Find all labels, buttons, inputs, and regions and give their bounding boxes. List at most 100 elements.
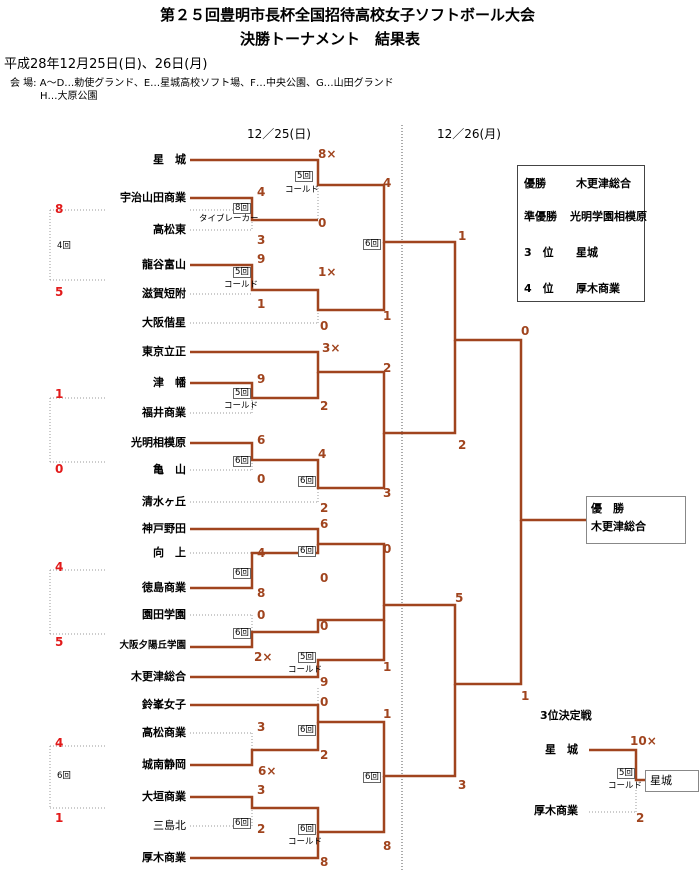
team-label: 宇治山田商業 (120, 191, 186, 204)
champion-box: 優 勝 木更津総合 (586, 496, 686, 544)
score: 4 (383, 176, 392, 190)
day1-label: 12／25(日) (247, 127, 311, 141)
third-place-winner: 星城 (650, 774, 672, 787)
team-label: 東京立正 (142, 345, 186, 358)
score: 1× (318, 265, 337, 279)
champion-label: 優 勝 (591, 502, 624, 515)
team-label: 徳島商業 (142, 581, 186, 594)
date-line: 平成28年12月25日(日)、26日(月) (4, 57, 208, 72)
innings-box: 6回 (233, 628, 251, 639)
score: 3 (257, 720, 266, 734)
innings-box: 5回 (298, 652, 316, 663)
result-label: 優勝 (524, 177, 546, 190)
score: 1 (257, 297, 266, 311)
side-score: 1 (55, 811, 64, 825)
score: 1 (458, 229, 467, 243)
score: 6 (320, 517, 329, 531)
team-label: 向 上 (153, 546, 186, 559)
score: 3 (257, 783, 266, 797)
venue-line-1: 会 場: A～D…勅使グランド、E…星城高校ソフト場、F…中央公園、G…山田グラ… (10, 78, 394, 89)
team-label: 津 幡 (153, 376, 186, 389)
team-label: 大阪偕星 (142, 316, 186, 329)
score: 10× (630, 734, 657, 748)
innings-box: 6回 (233, 568, 251, 579)
cold-game-note: コールド (288, 837, 323, 847)
side-score: 4 (55, 736, 64, 750)
innings-box: 8回 (233, 203, 251, 214)
team-label: 高松商業 (142, 726, 186, 739)
team-label: 清水ヶ丘 (142, 495, 186, 508)
score: 8 (257, 586, 266, 600)
score: 2 (458, 438, 467, 452)
innings-box: 6回 (298, 725, 316, 736)
final-results-box: 優勝 木更津総合 準優勝 光明学園相模原 3 位 星城 4 位 厚木商業 (517, 165, 647, 302)
score: 2 (320, 748, 329, 762)
cold-game-note: コールド (288, 665, 323, 675)
score: 6× (258, 764, 277, 778)
team-label: 神戸野田 (142, 522, 186, 535)
team-label: 滋賀短附 (142, 287, 186, 300)
team-label: 光明相模原 (131, 436, 186, 449)
cold-game-note: コールド (224, 401, 259, 411)
score: 0 (320, 571, 329, 585)
score: 9 (257, 252, 266, 266)
team-label: 星 城 (153, 153, 186, 166)
team-label: 福井商業 (142, 406, 186, 419)
score: 0 (257, 472, 266, 486)
score: 0 (320, 319, 329, 333)
score: 2 (257, 822, 266, 836)
innings-box: 6回 (298, 824, 316, 835)
innings-box: 5回 (617, 768, 635, 779)
score: 8× (318, 147, 337, 161)
team-label: 高松東 (153, 223, 186, 236)
innings-box: 6回 (298, 476, 316, 487)
cold-game-note: コールド (608, 781, 643, 791)
winner-lines (190, 158, 645, 860)
score: 2 (636, 811, 645, 825)
team-label: 大阪夕陽丘学園 (119, 640, 186, 651)
result-team: 厚木商業 (576, 282, 620, 295)
score: 0 (521, 324, 530, 338)
team-label: 城南静岡 (142, 758, 186, 771)
third-place-heading: 3位決定戦 (540, 709, 592, 722)
score: 1 (383, 309, 392, 323)
score: 5 (455, 591, 464, 605)
side-score: 5 (55, 635, 64, 649)
team-label: 園田学園 (142, 608, 186, 621)
side-score: 0 (55, 462, 64, 476)
team-label: 厚木商業 (142, 851, 186, 864)
result-team: 星城 (576, 246, 598, 259)
score: 9 (257, 372, 266, 386)
team-label: 龍谷富山 (142, 258, 186, 271)
result-label: 3 位 (524, 246, 554, 259)
tournament-title: 第２５回豊明市長杯全国招待高校女子ソフトボール大会 (160, 6, 536, 24)
innings-box: 6回 (363, 772, 381, 783)
score: 0 (320, 619, 329, 633)
score: 3 (257, 233, 266, 247)
result-label: 4 位 (524, 282, 554, 295)
result-team: 光明学園相模原 (570, 210, 647, 223)
cold-game-note: コールド (285, 185, 320, 195)
side-score: 1 (55, 387, 64, 401)
score: 9 (320, 675, 329, 689)
score: 3× (322, 341, 341, 355)
side-score: 4 (55, 560, 64, 574)
score: 1 (383, 660, 392, 674)
result-label: 準優勝 (524, 210, 557, 223)
score: 8 (383, 839, 392, 853)
score: 3 (383, 486, 392, 500)
team-label: 亀 山 (153, 463, 186, 476)
score: 0 (318, 216, 327, 230)
score: 8 (320, 855, 329, 869)
third-place-team-b: 厚木商業 (534, 804, 578, 817)
score: 0 (383, 542, 392, 556)
side-score: 8 (55, 202, 64, 216)
third-place-team-a: 星 城 (545, 743, 578, 756)
cold-game-note: コールド (224, 280, 259, 290)
innings-box: 5回 (295, 171, 313, 182)
score: 2 (320, 501, 329, 515)
score: 6 (257, 433, 266, 447)
innings-box: 6回 (233, 456, 251, 467)
score: 3 (458, 778, 467, 792)
